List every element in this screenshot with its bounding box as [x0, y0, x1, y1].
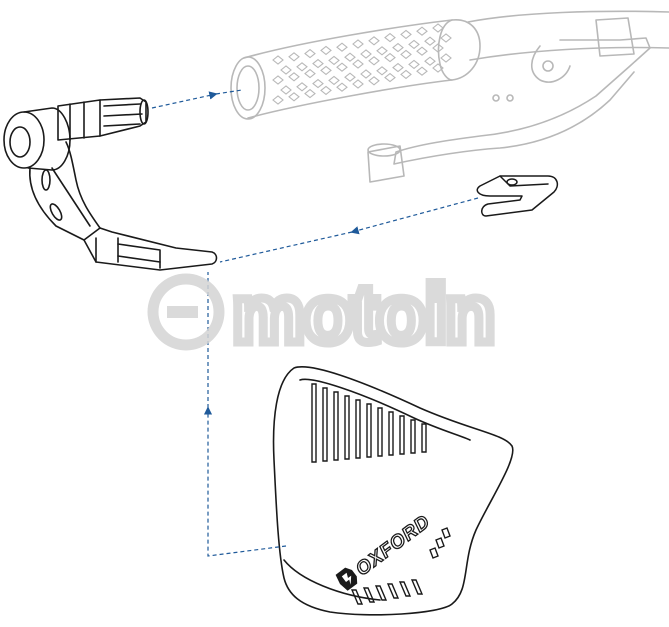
- vent-slot: [410, 419, 416, 454]
- grip-texture-cell: [360, 49, 372, 59]
- vent-slot: [377, 407, 383, 457]
- grip: [243, 19, 481, 119]
- vent-slot: [322, 387, 328, 462]
- vent-slot: [350, 589, 364, 605]
- grip-end-bore: [230, 56, 266, 120]
- vent-slot: [374, 585, 388, 601]
- slider-clip: [476, 175, 559, 217]
- grip-texture-cell: [400, 29, 412, 40]
- grip-texture-cell: [440, 33, 452, 43]
- vent-slot: [344, 395, 350, 460]
- grip-texture-cell: [360, 69, 372, 79]
- grip-texture-cell: [272, 75, 284, 85]
- grip-texture-cell: [344, 72, 356, 82]
- grip-texture-cell: [272, 95, 284, 105]
- shield-vent-slots: [311, 383, 451, 605]
- grip-texture-cell: [384, 32, 396, 43]
- grip-texture-cell: [296, 62, 308, 72]
- vent-slot: [410, 579, 424, 595]
- grip-texture-cell: [392, 62, 404, 73]
- handlebar-context: [230, 10, 669, 183]
- grip-texture-cell: [272, 55, 284, 65]
- grip-texture-cell: [432, 63, 444, 73]
- brake-lever: [393, 37, 651, 165]
- watermark-emblem-icon: [147, 273, 225, 351]
- vent-slot: [421, 423, 427, 453]
- bar-end-insert: [57, 97, 149, 141]
- guide-insert-to-grip: [151, 91, 218, 109]
- grip-texture-cell: [336, 82, 348, 92]
- vent-slot: [388, 411, 394, 456]
- grip-texture-cell: [408, 39, 420, 50]
- grip-texture-cell: [296, 82, 308, 92]
- grip-texture-cell: [336, 42, 348, 52]
- watermark: motoin motoin: [147, 265, 500, 365]
- grip-texture: [272, 23, 452, 105]
- grip-texture-cell: [424, 56, 436, 66]
- vent-slot: [398, 581, 412, 597]
- svg-text:motoin: motoin: [232, 269, 493, 360]
- grip-texture-cell: [368, 36, 380, 46]
- guide-shield-to-bracket: [203, 406, 287, 557]
- grip-texture-cell: [352, 39, 364, 49]
- oxford-logo: OXFORD: [335, 510, 435, 591]
- vent-slot: [355, 399, 361, 459]
- grip-texture-cell: [288, 72, 300, 82]
- grip-texture-cell: [288, 52, 300, 62]
- oxford-logo-text: OXFORD: [352, 511, 434, 580]
- grip-texture-cell: [320, 45, 332, 56]
- grip-texture-cell: [352, 59, 364, 69]
- grip-texture-cell: [376, 46, 388, 56]
- grip-texture-cell: [384, 72, 396, 83]
- vent-slot: [435, 537, 445, 549]
- vent-slot: [366, 403, 372, 458]
- grip-texture-cell: [408, 59, 420, 70]
- vent-slot: [441, 527, 451, 539]
- bar-end-cap: [3, 107, 71, 171]
- grip-texture-cell: [432, 23, 444, 33]
- grip-texture-cell: [304, 48, 316, 59]
- grip-texture-cell: [312, 58, 324, 69]
- vent-slot: [429, 547, 439, 559]
- grip-texture-cell: [336, 62, 348, 72]
- grip-texture-cell: [424, 36, 436, 46]
- grip-texture-cell: [304, 88, 316, 99]
- grip-texture-cell: [440, 53, 452, 63]
- watermark-text: motoin: [232, 269, 493, 360]
- grip-texture-cell: [416, 26, 428, 36]
- grip-texture-cell: [280, 85, 292, 95]
- grip-texture-cell: [416, 46, 428, 56]
- lever-guard-assembly: [3, 97, 218, 271]
- grip-texture-cell: [400, 69, 412, 80]
- grip-texture-cell: [432, 43, 444, 53]
- vent-slot: [311, 383, 317, 463]
- vent-slot: [386, 583, 400, 599]
- grip-texture-cell: [320, 65, 332, 76]
- guard-arm: [29, 141, 101, 241]
- grip-texture-cell: [384, 52, 396, 63]
- grip-texture-cell: [280, 65, 292, 75]
- grip-texture-cell: [368, 56, 380, 66]
- grip-texture-cell: [312, 78, 324, 89]
- grip-texture-cell: [400, 49, 412, 60]
- grip-texture-cell: [288, 92, 300, 102]
- vent-slot: [399, 415, 405, 455]
- grip-texture-cell: [328, 55, 340, 66]
- grip-texture-cell: [376, 66, 388, 76]
- grip-texture-cell: [328, 75, 340, 86]
- vent-slot: [362, 587, 376, 603]
- grip-texture-cell: [392, 42, 404, 53]
- grip-texture-cell: [416, 66, 428, 76]
- hand-guard-shield: [272, 366, 514, 616]
- grip-texture-cell: [344, 52, 356, 62]
- vent-slot: [333, 391, 339, 461]
- guide-clip-to-bracket: [350, 197, 479, 235]
- grip-texture-cell: [304, 68, 316, 79]
- guard-bracket: [83, 227, 218, 271]
- grip-texture-cell: [352, 79, 364, 89]
- grip-texture-cell: [320, 85, 332, 96]
- grip-texture-cell: [368, 76, 380, 86]
